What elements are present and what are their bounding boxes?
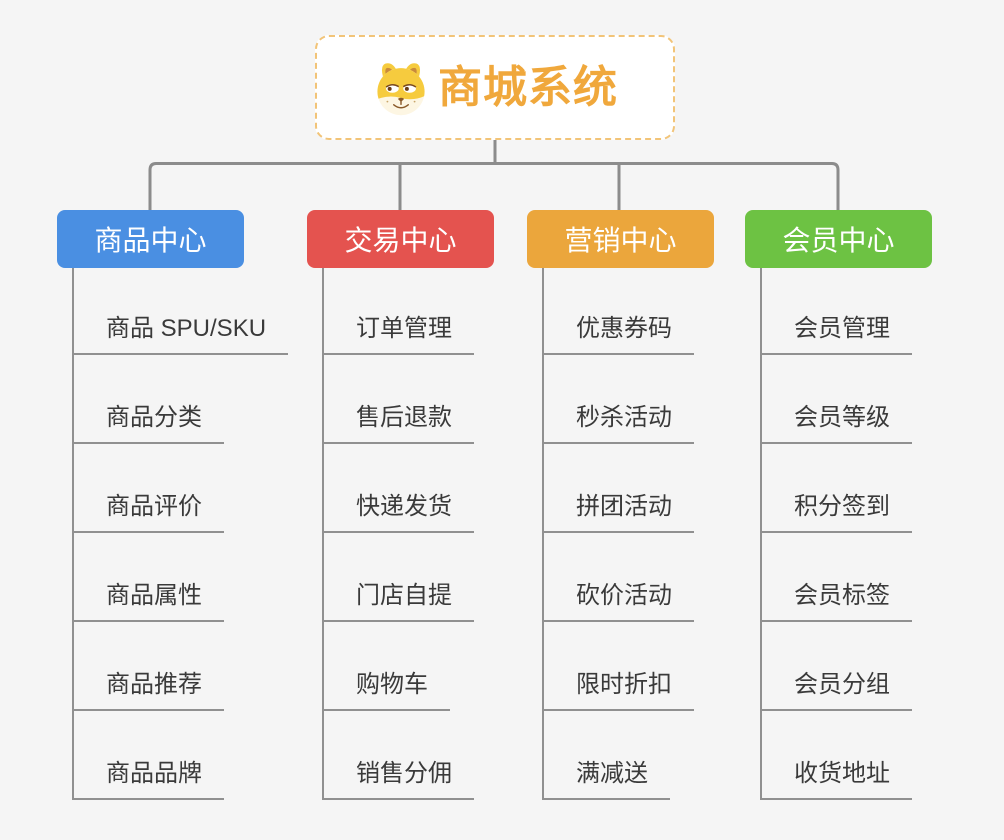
- leaf-item[interactable]: 会员标签: [760, 582, 912, 622]
- branch-column-marketing: 优惠券码 秒杀活动 拼团活动 砍价活动 限时折扣 满减送: [542, 268, 792, 800]
- leaf-item[interactable]: 会员分组: [760, 671, 912, 711]
- leaf-item[interactable]: 商品品牌: [72, 760, 224, 800]
- leaf-row: 收货地址: [760, 711, 1004, 800]
- root-node[interactable]: 商城系统: [315, 35, 675, 140]
- leaf-row: 会员分组: [760, 622, 1004, 711]
- leaf-row: 商品评价: [72, 444, 322, 533]
- leaf-item[interactable]: 商品分类: [72, 404, 224, 444]
- leaf-item[interactable]: 购物车: [322, 671, 450, 711]
- leaf-item[interactable]: 砍价活动: [542, 582, 694, 622]
- leaf-row: 秒杀活动: [542, 355, 792, 444]
- leaf-row: 会员管理: [760, 268, 1004, 355]
- leaf-item[interactable]: 拼团活动: [542, 493, 694, 533]
- branch-node-trade[interactable]: 交易中心: [307, 210, 494, 268]
- leaf-item[interactable]: 商品评价: [72, 493, 224, 533]
- leaf-item[interactable]: 订单管理: [322, 315, 474, 355]
- leaf-item[interactable]: 收货地址: [760, 760, 912, 800]
- leaf-item[interactable]: 秒杀活动: [542, 404, 694, 444]
- leaf-item[interactable]: 门店自提: [322, 582, 474, 622]
- leaf-row: 限时折扣: [542, 622, 792, 711]
- leaf-item[interactable]: 会员管理: [760, 315, 912, 355]
- branch-column-member: 会员管理 会员等级 积分签到 会员标签 会员分组 收货地址: [760, 268, 1004, 800]
- leaf-row: 商品品牌: [72, 711, 322, 800]
- leaf-row: 售后退款: [322, 355, 572, 444]
- branch-node-product[interactable]: 商品中心: [57, 210, 244, 268]
- leaf-row: 商品分类: [72, 355, 322, 444]
- leaf-item[interactable]: 售后退款: [322, 404, 474, 444]
- leaf-row: 优惠券码: [542, 268, 792, 355]
- leaf-item[interactable]: 商品推荐: [72, 671, 224, 711]
- leaf-item[interactable]: 商品 SPU/SKU: [72, 315, 289, 355]
- leaf-item[interactable]: 商品属性: [72, 582, 224, 622]
- leaf-row: 满减送: [542, 711, 792, 800]
- leaf-item[interactable]: 会员等级: [760, 404, 912, 444]
- leaf-row: 订单管理: [322, 268, 572, 355]
- leaf-row: 商品属性: [72, 533, 322, 622]
- leaf-item[interactable]: 销售分佣: [322, 760, 474, 800]
- dog-icon: [377, 62, 425, 115]
- leaf-row: 砍价活动: [542, 533, 792, 622]
- leaf-row: 商品推荐: [72, 622, 322, 711]
- leaf-row: 拼团活动: [542, 444, 792, 533]
- branch-column-product: 商品 SPU/SKU 商品分类 商品评价 商品属性 商品推荐 商品品牌: [72, 268, 322, 800]
- branch-node-member[interactable]: 会员中心: [745, 210, 932, 268]
- leaf-item[interactable]: 满减送: [542, 760, 670, 800]
- leaf-item[interactable]: 积分签到: [760, 493, 912, 533]
- leaf-row: 门店自提: [322, 533, 572, 622]
- leaf-row: 销售分佣: [322, 711, 572, 800]
- leaf-row: 积分签到: [760, 444, 1004, 533]
- leaf-item[interactable]: 限时折扣: [542, 671, 694, 711]
- leaf-row: 快递发货: [322, 444, 572, 533]
- leaf-row: 会员标签: [760, 533, 1004, 622]
- leaf-item[interactable]: 快递发货: [322, 493, 474, 533]
- leaf-item[interactable]: 优惠券码: [542, 315, 694, 355]
- branch-node-marketing[interactable]: 营销中心: [527, 210, 714, 268]
- leaf-row: 会员等级: [760, 355, 1004, 444]
- branch-column-trade: 订单管理 售后退款 快递发货 门店自提 购物车 销售分佣: [322, 268, 572, 800]
- leaf-row: 购物车: [322, 622, 572, 711]
- root-title: 商城系统: [438, 62, 618, 112]
- leaf-row: 商品 SPU/SKU: [72, 268, 322, 355]
